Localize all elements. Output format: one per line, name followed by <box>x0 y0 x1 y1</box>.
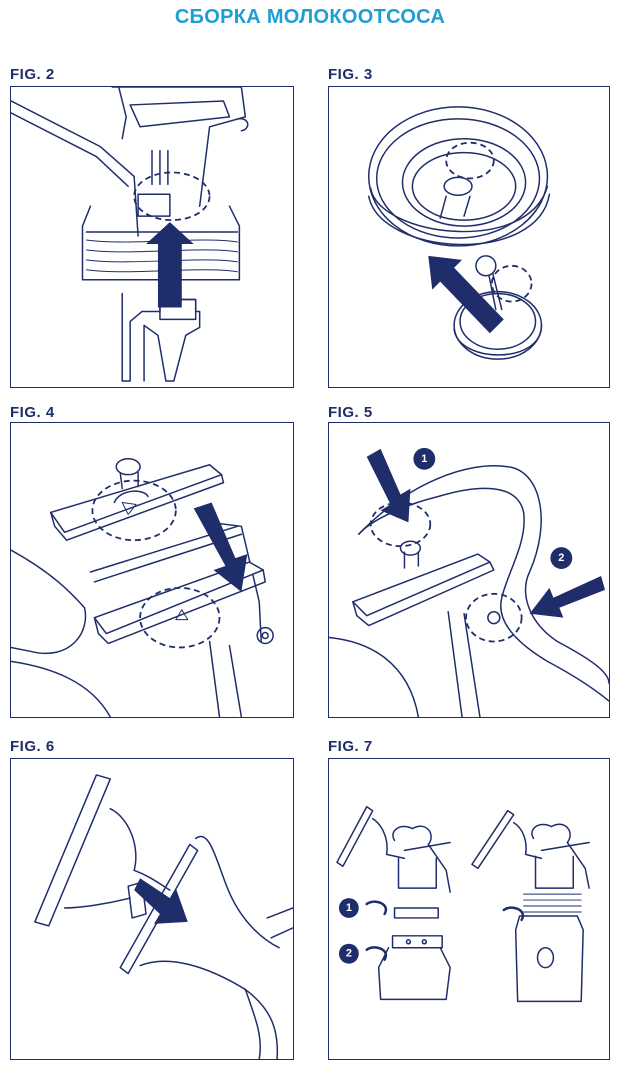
arrow-2 <box>529 575 606 618</box>
fig-2-label: FIG. 2 <box>10 66 55 83</box>
fig7-step-badge-1-text: 1 <box>346 902 352 914</box>
fig-7-illustration: 1 2 <box>336 805 590 1003</box>
arrow-1 <box>366 448 411 523</box>
step-badge-1-text: 1 <box>421 453 427 465</box>
fig-4-label: FIG. 4 <box>10 404 55 421</box>
arrow-down <box>193 502 248 592</box>
fig-2-illustration <box>11 87 249 382</box>
fig-2-panel <box>10 86 294 388</box>
pump-handle-outline <box>117 87 127 140</box>
fig-6-panel <box>10 758 294 1060</box>
fig-5-illustration: 1 2 <box>329 447 609 717</box>
fig-6-illustration <box>34 774 293 1059</box>
arrow-diagonal <box>428 255 504 334</box>
highlight-circle <box>133 171 211 222</box>
arrow-up <box>146 222 194 308</box>
fig-5-label: FIG. 5 <box>328 404 373 421</box>
fig-7-label: FIG. 7 <box>328 738 373 755</box>
fig-3-panel <box>328 86 610 388</box>
fig7-step-badge-2: 2 <box>338 943 359 964</box>
fig-4-panel <box>10 422 294 718</box>
fig-7-panel: 1 2 <box>328 758 610 1060</box>
fig-4-illustration <box>11 458 274 717</box>
step-badge-1: 1 <box>413 447 436 470</box>
fig7-step-badge-1: 1 <box>338 898 359 918</box>
fig-6-label: FIG. 6 <box>10 738 55 755</box>
fig-3-illustration <box>367 106 551 360</box>
page-title: СБОРКА МОЛОКООТСОСА <box>174 6 446 28</box>
fig-5-panel: 1 2 <box>328 422 610 718</box>
fig7-step-badge-2-text: 2 <box>346 948 352 960</box>
step-badge-2: 2 <box>550 547 573 570</box>
arrow-right-down <box>134 878 188 924</box>
fig-3-label: FIG. 3 <box>328 66 373 83</box>
step-badge-2-text: 2 <box>558 552 564 564</box>
